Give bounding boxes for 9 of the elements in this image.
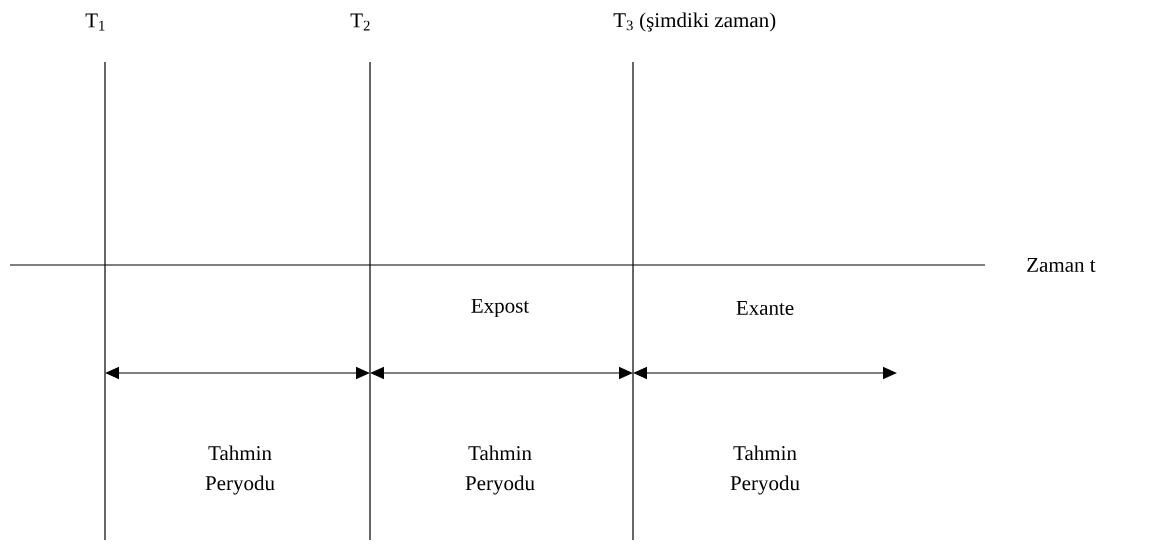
period-label: Expost <box>471 298 530 318</box>
time-label: T$_{3}$ (şimdiki zaman) <box>613 12 776 32</box>
period-label: Exante <box>736 301 794 315</box>
period-label: Tahmin Peryodu <box>730 445 800 495</box>
period-label: Tahmin Peryodu <box>205 445 275 495</box>
time-label: T$_{1}$ <box>85 13 105 31</box>
axis-label: Zaman t <box>1027 258 1096 272</box>
time-label: T$_{2}$ <box>350 13 370 31</box>
period-label: Tahmin Peryodu <box>465 445 535 495</box>
